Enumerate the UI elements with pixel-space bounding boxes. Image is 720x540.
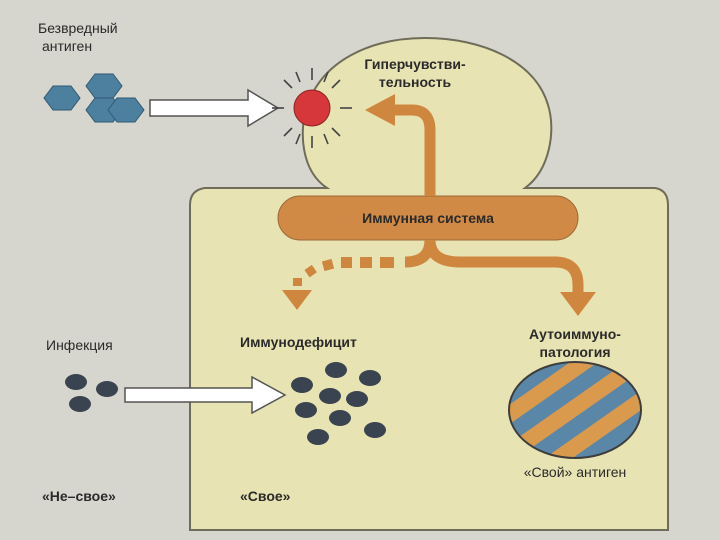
dash-segment [293, 278, 302, 286]
non-self-label: «Не–свое» [42, 488, 116, 504]
pathogen-dots-icon [65, 374, 118, 412]
dash-segment [380, 257, 394, 268]
dash-segment [304, 264, 317, 278]
arrow-to-hypersensitivity [395, 104, 436, 196]
dash-segment [341, 257, 352, 268]
infection-label: Инфекция [46, 337, 113, 353]
harmless-antigen-label-2: антиген [42, 38, 93, 54]
arrow-to-hypersensitivity-head [365, 94, 395, 126]
burst-icon [272, 68, 352, 148]
autoimmune-label-2: патология [539, 344, 611, 360]
hypersensitivity-label-2: тельность [378, 74, 452, 90]
self-label: «Свое» [240, 488, 291, 504]
dash-segment [321, 258, 335, 272]
arrow-antigen-to-reaction [149, 88, 280, 128]
immunodeficiency-dots [291, 362, 386, 445]
arrow-to-autoimmune [424, 239, 584, 292]
arrow-infection-to-immunodeficiency [124, 375, 287, 415]
immune-system-label: Иммунная система [362, 210, 494, 226]
arrow-to-immunodeficiency-head [282, 290, 312, 310]
hypersensitivity-label-1: Гиперчувстви- [364, 56, 466, 72]
dash-segment [360, 257, 372, 268]
self-antigen-label: «Свой» антиген [523, 464, 627, 480]
autoimmune-label-1: Аутоиммуно- [529, 326, 621, 342]
arrow-to-autoimmune-head [560, 292, 596, 316]
immunodeficiency-label: Иммунодефицит [240, 334, 357, 350]
harmless-antigen-label-1: Безвредный [38, 20, 118, 36]
striped-cell-icon [508, 361, 642, 459]
hexagon-cluster-icon [43, 73, 145, 123]
arrow-to-immunodeficiency-connector [404, 239, 436, 268]
